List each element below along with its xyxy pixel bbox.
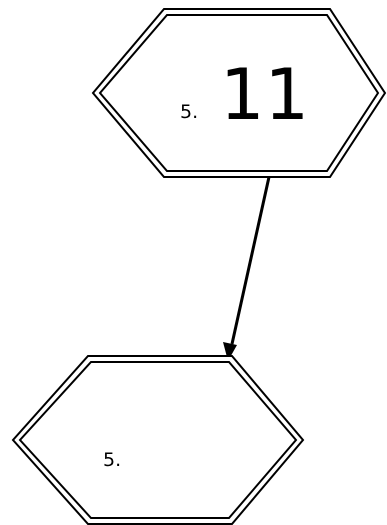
edge-top-to-bottom — [223, 176, 271, 361]
node-top-inner-border — [98, 14, 380, 172]
node-bottom[interactable]: 5. — [11, 355, 305, 525]
node-top-prefix: 5. — [180, 101, 198, 123]
node-top-outer-border — [91, 8, 387, 178]
node-top-number: 11 — [220, 54, 309, 136]
edge-line — [230, 176, 271, 345]
arrowhead-icon — [223, 342, 237, 361]
node-bottom-inner-border — [18, 361, 298, 519]
node-bottom-outer-border — [11, 355, 305, 525]
node-bottom-prefix: 5. — [103, 449, 121, 471]
node-top[interactable]: 5. 11 — [91, 8, 387, 178]
